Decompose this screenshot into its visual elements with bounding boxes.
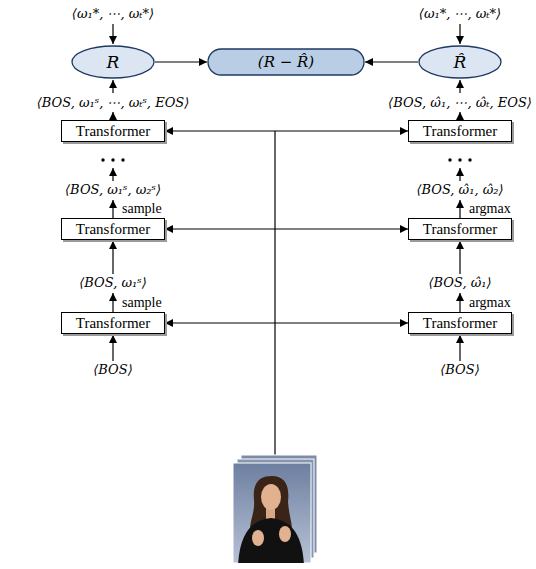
node-text: Transformer — [423, 315, 497, 332]
start-token: ⟨BOS⟩ — [440, 362, 480, 378]
ellipsis-dot — [101, 158, 104, 161]
sampled-sequence: ⟨BOS, ω₁ˢ, ⋯, ωₜˢ, EOS⟩ — [37, 95, 190, 111]
flow-arrow — [459, 168, 460, 181]
node-text: Transformer — [76, 315, 150, 332]
transformer-box: Transformer — [61, 120, 165, 142]
ellipsis-dot — [111, 158, 114, 161]
flow-arrow — [112, 168, 113, 181]
flow-arrow — [459, 335, 460, 361]
connector-arrow — [165, 130, 408, 131]
flow-arrow — [112, 112, 113, 120]
flow-arrow — [459, 241, 460, 274]
reward-ellipse: R̂ — [418, 45, 502, 79]
transformer-box: Transformer — [61, 218, 165, 240]
signer-hand — [279, 526, 291, 542]
greedy-sequence: ⟨BOS, ω̂₁⟩ — [428, 275, 491, 291]
reward-ellipse: R — [71, 45, 155, 79]
flow-arrow — [112, 80, 113, 93]
target-sequence: ⟨ω₁*, ⋯, ωₜ*⟩ — [72, 6, 154, 22]
ellipsis-dot — [468, 158, 471, 161]
sampled-sequence: ⟨BOS, ω₁ˢ, ω₂ˢ⟩ — [65, 182, 161, 198]
decoding-method: sample — [122, 201, 162, 218]
node-text: R̂ — [454, 52, 467, 72]
ellipse-shape — [72, 46, 154, 78]
reward-difference: (R − R̂) — [207, 48, 365, 76]
transformer-box: Transformer — [61, 312, 165, 334]
flow-arrow — [459, 24, 460, 44]
node-text: Transformer — [76, 221, 150, 238]
flow-arrow — [112, 200, 113, 218]
sampled-sequence: ⟨BOS, ω₁ˢ⟩ — [79, 275, 147, 291]
ellipsis-dot — [448, 158, 451, 161]
start-token: ⟨BOS⟩ — [93, 362, 133, 378]
flow-arrow — [112, 335, 113, 361]
connector-arrow — [165, 322, 408, 323]
connector-arrow — [165, 228, 408, 229]
flow-arrow — [459, 293, 460, 312]
transformer-box: Transformer — [408, 312, 512, 334]
node-text: Transformer — [76, 123, 150, 140]
decoding-method: argmax — [469, 201, 511, 218]
flow-arrow — [112, 241, 113, 274]
node-text: R — [107, 52, 120, 72]
ellipsis-dot — [458, 158, 461, 161]
greedy-sequence: ⟨BOS, ω̂₁, ω̂₂⟩ — [416, 182, 503, 198]
target-sequence: ⟨ω₁*, ⋯, ωₜ*⟩ — [419, 6, 501, 22]
flow-arrow — [112, 293, 113, 312]
flow-arrow — [459, 80, 460, 93]
connector-arrow — [155, 61, 207, 62]
node-text: Transformer — [423, 221, 497, 238]
shared-input-line — [274, 131, 275, 455]
flow-arrow — [459, 200, 460, 218]
rounded-shape — [208, 49, 364, 75]
node-text: Transformer — [423, 123, 497, 140]
signer-face — [261, 484, 281, 510]
greedy-sequence: ⟨BOS, ω̂₁, ⋯, ω̂ₜ, EOS⟩ — [388, 95, 532, 111]
transformer-box: Transformer — [408, 218, 512, 240]
ellipse-shape — [419, 46, 501, 78]
flow-arrow — [112, 24, 113, 44]
signer-hand — [252, 530, 264, 546]
sign-video-frames — [233, 455, 317, 565]
transformer-box: Transformer — [408, 120, 512, 142]
connector-arrow — [365, 61, 418, 62]
signer-body — [238, 518, 304, 563]
ellipsis-dot — [121, 158, 124, 161]
flow-arrow — [459, 112, 460, 120]
decoding-method: sample — [122, 295, 162, 312]
decoding-method: argmax — [469, 295, 511, 312]
node-text: (R − R̂) — [258, 53, 314, 71]
